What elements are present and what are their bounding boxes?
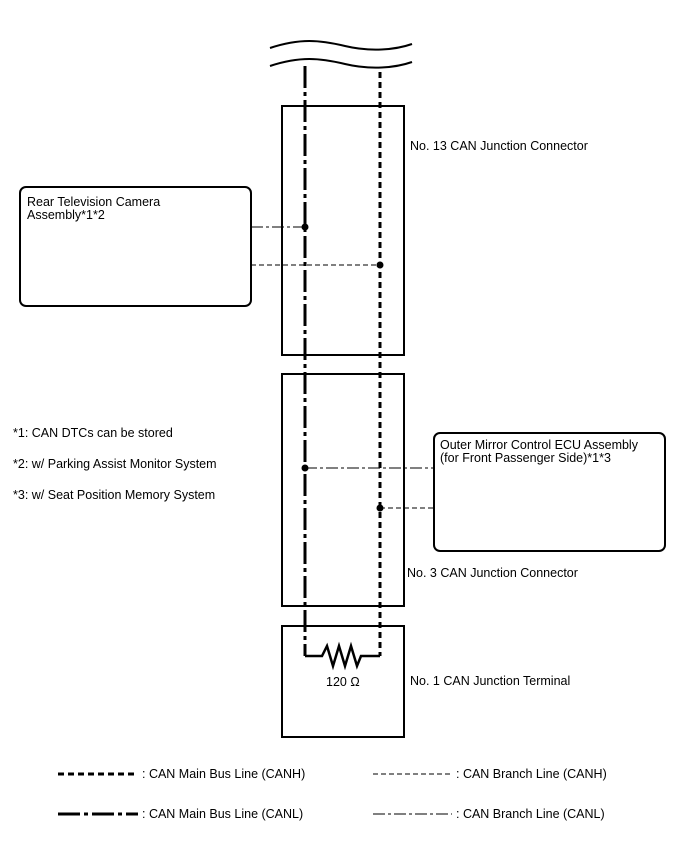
no1-terminal-label: No. 1 CAN Junction Terminal <box>410 674 571 688</box>
junction-dot <box>301 464 309 472</box>
terminating-resistor <box>305 641 380 671</box>
no13-connector-label: No. 13 CAN Junction Connector <box>410 139 588 153</box>
rear-camera-ecu-line2: Assembly*1*2 <box>27 208 105 222</box>
note-1: *1: CAN DTCs can be stored <box>13 426 173 440</box>
legend-branch-canl-label: : CAN Branch Line (CANL) <box>456 807 605 821</box>
note-3: *3: w/ Seat Position Memory System <box>13 488 216 502</box>
no3-connector-box <box>281 373 405 607</box>
note-2: *2: w/ Parking Assist Monitor System <box>13 457 217 471</box>
junction-dot <box>301 223 309 231</box>
resistor-value-label: 120 Ω <box>326 675 360 689</box>
junction-dot <box>376 504 384 512</box>
bus-break-mark-upper <box>269 40 413 51</box>
junction-dot <box>376 261 384 269</box>
bus-break-mark-lower <box>269 58 413 69</box>
legend-main-canl-label: : CAN Main Bus Line (CANL) <box>142 807 304 821</box>
outer-mirror-ecu-box <box>433 432 666 552</box>
legend-branch-canh-label: : CAN Branch Line (CANH) <box>456 767 607 781</box>
outer-mirror-ecu-label: Outer Mirror Control ECU Assembly (for F… <box>440 439 638 465</box>
no13-connector-box <box>281 105 405 356</box>
outer-mirror-ecu-line1: Outer Mirror Control ECU Assembly <box>440 438 638 452</box>
no1-terminal-box <box>281 625 405 738</box>
rear-camera-ecu-box <box>19 186 252 307</box>
legend-main-canh-label: : CAN Main Bus Line (CANH) <box>142 767 306 781</box>
no3-connector-label: No. 3 CAN Junction Connector <box>407 566 578 580</box>
rear-camera-ecu-label: Rear Television Camera Assembly*1*2 <box>27 196 160 222</box>
outer-mirror-ecu-line2: (for Front Passenger Side)*1*3 <box>440 451 611 465</box>
rear-camera-ecu-line1: Rear Television Camera <box>27 195 161 209</box>
